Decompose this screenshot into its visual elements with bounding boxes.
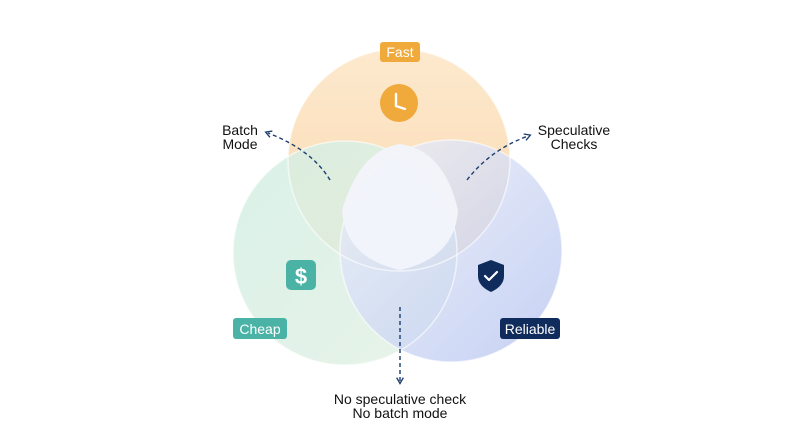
center-intersection (342, 144, 458, 270)
batch-mode-line2: Mode (222, 136, 257, 152)
speculative-checks-line2: Checks (551, 136, 598, 152)
cheap-badge (233, 318, 287, 339)
clock-icon (380, 84, 418, 122)
speculative-checks-line1: Speculative (538, 122, 611, 138)
cheap-label: Cheap (239, 321, 280, 337)
arrow-batch-mode (264, 130, 331, 181)
svg-text:$: $ (295, 264, 307, 289)
fast-label: Fast (386, 44, 413, 60)
dollar-icon: $ (286, 260, 316, 290)
arrow-speculative-checks (466, 133, 532, 181)
batch-mode-line1: Batch (222, 122, 258, 138)
bottom-annotation-line1: No speculative check (334, 391, 467, 407)
reliable-badge (500, 318, 560, 339)
bottom-annotation-line2: No batch mode (353, 405, 448, 421)
outline-reliable (339, 139, 563, 363)
fast-badge (380, 42, 420, 62)
outline-cheap (232, 140, 458, 366)
shield-check-icon (478, 260, 504, 292)
reliable-label: Reliable (505, 321, 556, 337)
